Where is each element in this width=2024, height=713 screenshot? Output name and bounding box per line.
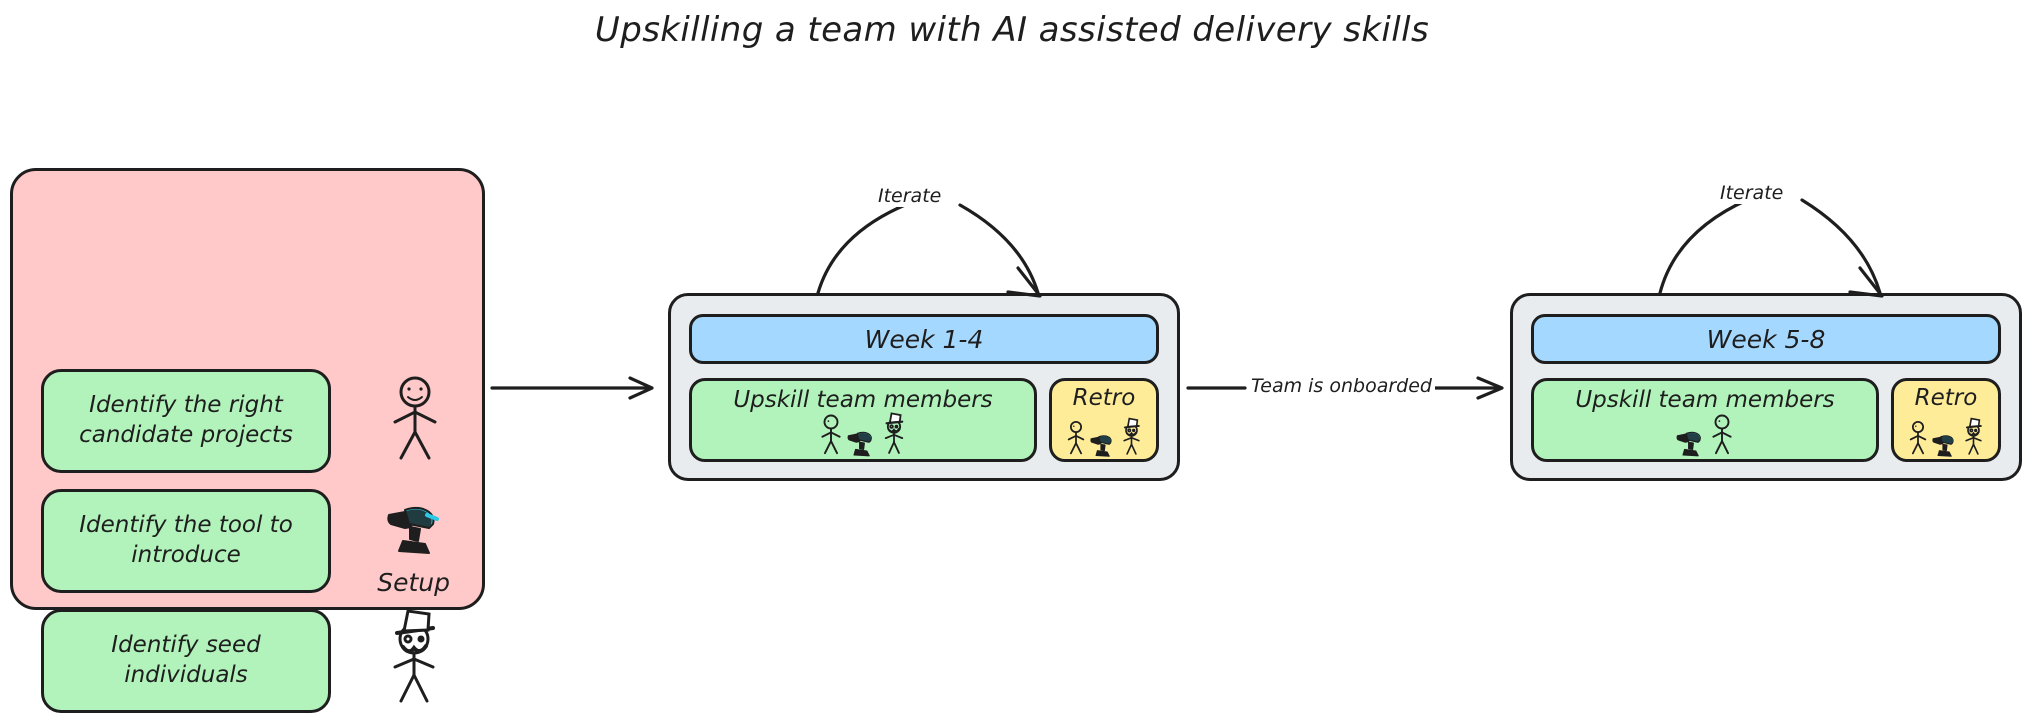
upskill-label: Upskill team members xyxy=(733,387,993,413)
phase-body: Upskill team members xyxy=(1531,378,2001,462)
stick-figure-icon xyxy=(1712,414,1732,455)
stick-figure-icon xyxy=(821,414,841,455)
retro-icon-row xyxy=(1052,405,1156,457)
phase-header-week-5-8: Week 5-8 xyxy=(1531,314,2001,364)
power-drill-icon xyxy=(1931,435,1954,457)
power-drill-icon xyxy=(847,431,872,457)
setup-card-label: Identify the tool to introduce xyxy=(79,512,293,568)
stick-figure-tophat-icon xyxy=(1122,417,1140,455)
retro-label: Retro xyxy=(1072,385,1136,411)
iterate-label-phase2: Iterate xyxy=(1717,182,1787,204)
stick-figure-icon xyxy=(1067,420,1084,455)
retro-icon-row xyxy=(1894,405,1998,457)
stick-figure-tophat-icon xyxy=(1964,417,1982,455)
phase-header-week-1-4: Week 1-4 xyxy=(689,314,1159,364)
power-drill-icon xyxy=(383,501,447,589)
phase-body: Upskill team members xyxy=(689,378,1159,462)
stick-figure-tophat-icon xyxy=(884,412,904,454)
team-onboarded-label: Team is onboarded xyxy=(1248,375,1435,397)
phase-card-week-1-4[interactable]: Week 1-4 Upskill team members xyxy=(668,293,1180,481)
setup-card-label: Identify the right candidate projects xyxy=(79,392,293,448)
setup-panel-label: Setup xyxy=(377,568,450,597)
retro-label: Retro xyxy=(1914,385,1978,411)
arrow-setup-to-phase1 xyxy=(490,376,654,400)
upskill-team-members-box-1[interactable]: Upskill team members xyxy=(689,378,1037,462)
power-drill-icon xyxy=(1089,435,1112,457)
setup-card-seed-individuals[interactable]: Identify seed individuals xyxy=(41,609,331,713)
setup-card-tool-to-introduce[interactable]: Identify the tool to introduce xyxy=(41,489,331,593)
stick-figure-icon xyxy=(383,376,447,464)
upskill-label: Upskill team members xyxy=(1575,387,1835,413)
setup-card-candidate-projects[interactable]: Identify the right candidate projects xyxy=(41,369,331,473)
stick-figure-icon xyxy=(1909,420,1926,455)
retro-box-1[interactable]: Retro xyxy=(1049,378,1159,462)
page-title: Upskilling a team with AI assisted deliv… xyxy=(594,10,1430,50)
power-drill-icon xyxy=(1676,431,1701,457)
upskill-icon-row xyxy=(1534,405,1876,457)
stick-figure-tophat-icon xyxy=(383,609,447,703)
phase-card-week-5-8[interactable]: Week 5-8 Upskill team members xyxy=(1510,293,2022,481)
arrow-iterate-phase1 xyxy=(816,203,1042,298)
setup-panel[interactable]: Identify the right candidate projects Id… xyxy=(10,168,485,713)
upskill-icon-row xyxy=(692,405,1034,457)
retro-box-2[interactable]: Retro xyxy=(1891,378,2001,462)
setup-card-label: Identify seed individuals xyxy=(111,632,261,688)
upskill-team-members-box-2[interactable]: Upskill team members xyxy=(1531,378,1879,462)
arrow-iterate-phase2 xyxy=(1658,198,1884,298)
iterate-label-phase1: Iterate xyxy=(875,185,945,207)
